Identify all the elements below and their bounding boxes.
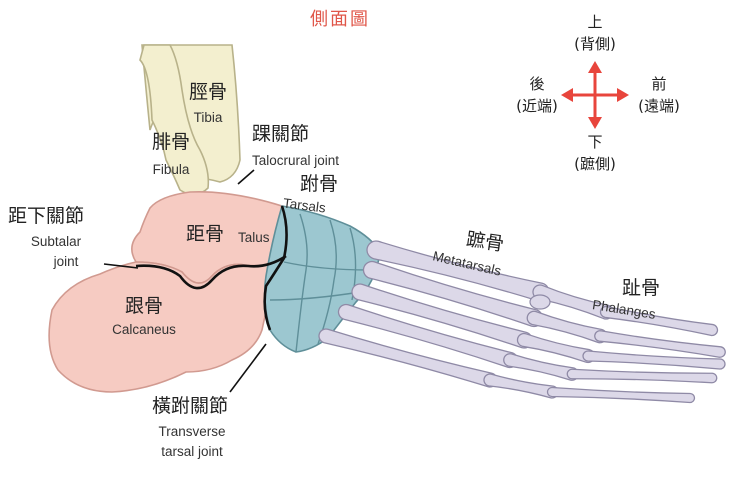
direction-front-label: 前 (651, 75, 667, 93)
tarsal-division-line (295, 213, 308, 353)
tarsal-division-line (317, 219, 337, 345)
metatarsal-bone (318, 328, 498, 388)
distal-phalanx (599, 305, 719, 337)
metatarsals-and-phalanges (318, 240, 726, 404)
talocrural-label-zh: 踝關節 (252, 123, 310, 145)
metatarsal-bone (351, 283, 533, 349)
phalanges-label-zh: 趾骨 (622, 277, 661, 299)
metatarsal-bone (337, 303, 519, 369)
calcaneus-label-zh: 跟骨 (124, 295, 163, 317)
subtalar-leader (103, 263, 139, 269)
sesamoid-bone (529, 294, 551, 310)
distal-phalanx (594, 330, 726, 358)
distal-phalanx (566, 368, 718, 384)
fibula-label-zh: 腓骨 (151, 131, 190, 153)
direction-front-sublabel: (遠端) (638, 97, 680, 115)
arrow-up-head (588, 61, 602, 73)
talus-label-en: Talus (238, 230, 270, 245)
transverse-label-zh: 橫跗關節 (152, 395, 229, 417)
talus-label-zh: 距骨 (186, 223, 225, 245)
direction-up-label: 上 (587, 13, 603, 31)
transverse-label-en-2: tarsal joint (161, 444, 223, 459)
direction-down-sublabel: (蹠側) (574, 155, 616, 173)
tibia-label-en: Tibia (193, 110, 223, 125)
talocrural-leader (237, 169, 255, 185)
transverse-label-en-1: Transverse (158, 424, 226, 439)
tarsal-division-line (283, 261, 371, 271)
foot-bones (48, 44, 381, 393)
direction-down-label: 下 (587, 133, 603, 151)
page-title: 側面圖 (310, 9, 370, 30)
subtalar-label-en-2: joint (53, 254, 79, 269)
joint-lines (135, 205, 288, 331)
subtalar-label-zh: 距下關節 (8, 205, 85, 227)
proximal-phalanx (516, 332, 596, 364)
proximal-phalanx (532, 284, 614, 320)
direction-compass (561, 61, 629, 129)
direction-back-sublabel: (近端) (516, 97, 558, 115)
talocrural-label-en: Talocrural joint (252, 153, 340, 168)
direction-back-label: 後 (529, 75, 545, 93)
proximal-phalanx (483, 373, 559, 399)
arrow-right-head (617, 88, 629, 102)
calcaneus-bone (48, 255, 286, 393)
tibia-label-zh: 脛骨 (188, 81, 227, 103)
tarsals-label-zh: 跗骨 (300, 173, 339, 195)
arrow-down-head (588, 117, 602, 129)
distal-phalanx (546, 386, 696, 404)
tarsal-internal-lines (269, 213, 371, 353)
tarsal-division-line (269, 291, 361, 301)
calcaneus-label-en: Calcaneus (112, 322, 176, 337)
subtalar-label-en-1: Subtalar (30, 234, 82, 249)
subtalar-joint-line (135, 254, 287, 290)
talus-tarsal-joint-line (263, 205, 288, 331)
transverse-leader (229, 343, 267, 393)
leader-lines (103, 169, 267, 393)
direction-up-sublabel: (背側) (574, 35, 616, 53)
fibula-label-en: Fibula (152, 162, 190, 177)
proximal-phalanx (503, 353, 579, 381)
proximal-phalanx (526, 310, 608, 344)
distal-phalanx (582, 350, 726, 370)
arrow-left-head (561, 88, 573, 102)
metatarsal-bone (362, 260, 544, 328)
